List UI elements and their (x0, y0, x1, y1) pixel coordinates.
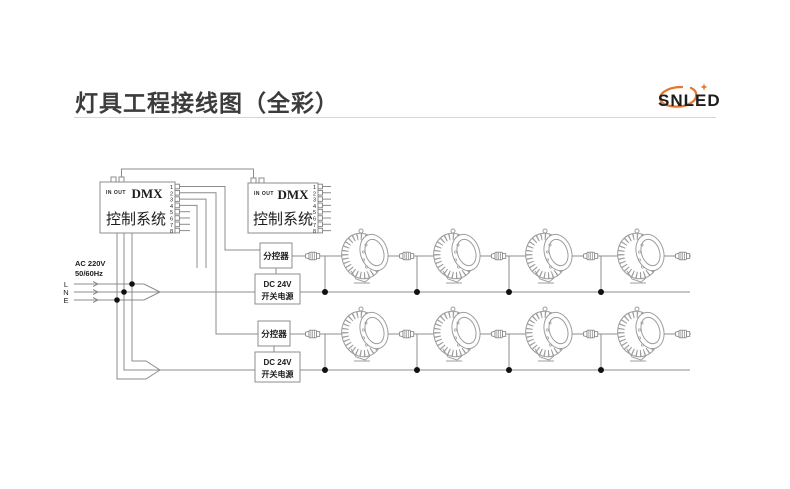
cable-connector-icon (583, 251, 599, 261)
lamp-power-drops-lower (324, 334, 602, 370)
splitter1-label: 分控器 (263, 251, 289, 261)
lamp-icon (520, 306, 577, 362)
port4-wire (179, 204, 198, 268)
branch-upper: 分控器 DC 24V 开关电源 (254, 242, 301, 305)
cable-connector-icon (305, 251, 321, 261)
lamp-icon (336, 306, 393, 362)
cable-connector-icon (675, 251, 691, 261)
port1-wire (179, 186, 260, 251)
controller1-system-label: 控制系统 (106, 211, 166, 228)
dmx-chain-wire (121, 168, 254, 178)
psu2-line2-label: 开关电源 (262, 369, 294, 379)
junction-dots (114, 281, 604, 373)
mains-arrow-icons (92, 281, 100, 303)
port-label: 5 (313, 210, 316, 216)
port-label: 7 (313, 223, 316, 229)
psu2-line1-label: DC 24V (263, 358, 292, 367)
lamp-icon (336, 228, 393, 284)
psu1-line1-label: DC 24V (263, 280, 292, 289)
controller1-io-label: IN OUT (106, 190, 126, 196)
port2-wire (179, 192, 258, 335)
line-n-label: N (63, 288, 68, 297)
line-l-label: L (64, 280, 68, 289)
lamp-icon (428, 228, 485, 284)
cable-connector-icon (399, 251, 415, 261)
brand-logo: SNLED (658, 83, 721, 110)
ac-voltage-label: AC 220V (75, 259, 105, 268)
port-label: 2 (313, 191, 316, 197)
controller1-dmx-label: DMX (131, 186, 163, 201)
cable-connector-icon (491, 329, 507, 339)
port-label: 2 (170, 191, 173, 197)
lamp-power-drops-upper (324, 256, 602, 292)
port-label: 6 (170, 217, 173, 223)
line-e-label: E (63, 296, 68, 305)
controller2-dmx-label: DMX (277, 187, 309, 202)
controller2-ports: 1 2 3 4 5 6 7 8 (313, 183, 323, 235)
cable-connector-icon (399, 329, 415, 339)
page-title: 灯具工程接线图（全彩） (75, 90, 339, 116)
lamp-icon (520, 228, 577, 284)
port-label: 8 (313, 229, 316, 235)
cable-connector-icon (583, 329, 599, 339)
tap-n-wire (123, 233, 160, 371)
port3-wire (179, 198, 207, 268)
cable-connector-icon (675, 329, 691, 339)
port-label: 1 (170, 185, 173, 191)
port-label: 7 (170, 223, 173, 229)
logo-swoosh-icon (658, 85, 698, 108)
controller1-ports: 1 2 3 4 5 6 7 8 (170, 183, 180, 235)
lamp-icon (428, 306, 485, 362)
cable-connector-icon (491, 251, 507, 261)
controller2-system-label: 控制系统 (253, 211, 313, 228)
ac-input: AC 220V 50/60Hz L N E (63, 259, 105, 305)
logo-star-icon (700, 83, 708, 91)
psu1-line2-label: 开关电源 (262, 291, 294, 301)
lamp-icon (612, 306, 669, 362)
port-label: 4 (313, 204, 316, 210)
port-label: 4 (170, 204, 173, 210)
dmx-controller-2: IN OUT DMX 控制系统 1 2 3 4 5 6 7 8 (247, 177, 323, 235)
port-label: 3 (170, 198, 173, 204)
port-label: 6 (313, 217, 316, 223)
splitter2-label: 分控器 (261, 329, 287, 339)
port-label: 3 (313, 198, 316, 204)
port-label: 5 (170, 210, 173, 216)
port-label: 1 (313, 185, 316, 191)
cable-connector-icon (305, 329, 321, 339)
lamp-icon (612, 228, 669, 284)
brand-logo-text: SNLED (658, 91, 721, 110)
port-label: 8 (170, 229, 173, 235)
branch-lower: 分控器 DC 24V 开关电源 (254, 320, 301, 383)
tap-e-wire (116, 233, 161, 380)
controller2-port-stubs (322, 186, 331, 232)
ac-frequency-label: 50/60Hz (75, 269, 103, 278)
header-divider (74, 117, 716, 118)
controller2-io-label: IN OUT (254, 191, 274, 197)
tap-l-wire (131, 233, 161, 371)
dmx-controller-1: IN OUT DMX 控制系统 1 2 3 4 5 6 7 8 (99, 176, 180, 235)
